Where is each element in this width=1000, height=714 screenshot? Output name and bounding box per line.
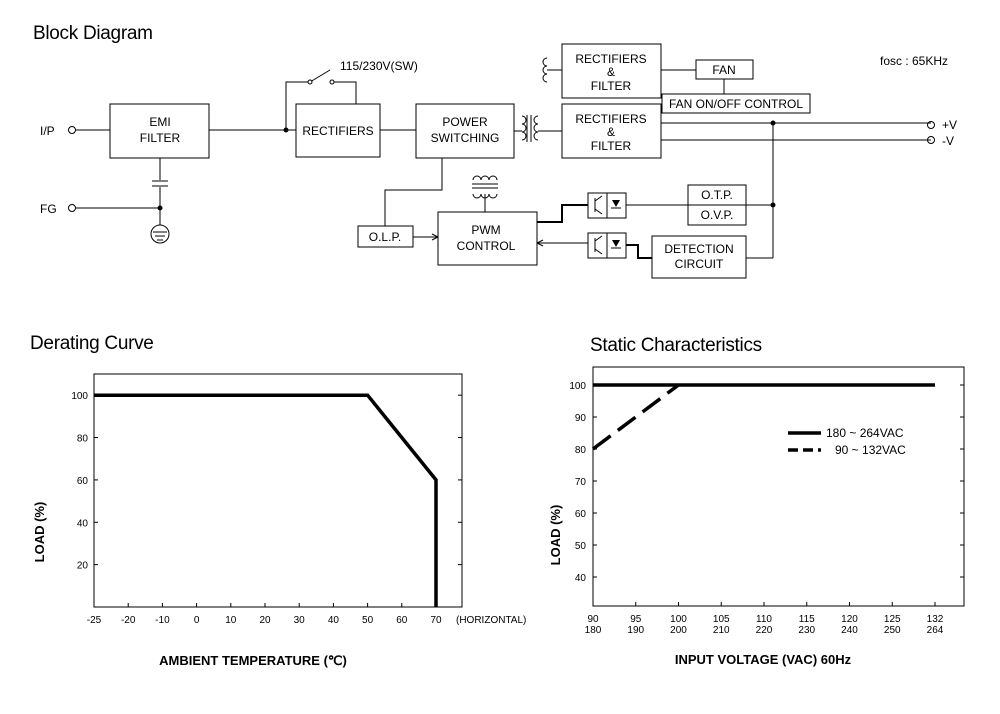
derating-x-tick-label: -25 xyxy=(87,615,102,626)
derating-x-tick-label: 50 xyxy=(362,615,374,626)
derating-x-tick-label: -20 xyxy=(121,615,136,626)
derating-y-tick-label: 20 xyxy=(77,561,89,572)
svg-text:EMI: EMI xyxy=(149,115,170,129)
svg-text:FILTER: FILTER xyxy=(591,79,632,93)
derating-x-axis-label: AMBIENT TEMPERATURE (℃) xyxy=(159,653,347,668)
svg-text:CIRCUIT: CIRCUIT xyxy=(675,257,724,271)
emi-filter-block: EMI FILTER xyxy=(109,103,210,159)
fosc-label: fosc : 65KHz xyxy=(880,54,948,68)
svg-text:CONTROL: CONTROL xyxy=(457,239,516,253)
derating-x-tick-label: 30 xyxy=(294,615,306,626)
detection-circuit-block: DETECTION CIRCUIT xyxy=(651,235,747,279)
svg-text:O.T.P.: O.T.P. xyxy=(701,188,733,202)
svg-text:&: & xyxy=(607,65,615,79)
derating-y-tick-label: 80 xyxy=(77,434,89,445)
derating-x-suffix: (HORIZONTAL) xyxy=(456,615,526,626)
svg-text:O.L.P.: O.L.P. xyxy=(369,230,401,244)
derating-x-tick-label: 20 xyxy=(259,615,271,626)
vpos-label: +V xyxy=(942,118,957,132)
svg-text:RECTIFIERS: RECTIFIERS xyxy=(302,124,373,138)
olp-block: O.L.P. xyxy=(357,225,414,248)
svg-text:PWM: PWM xyxy=(471,223,500,237)
derating-x-tick-label: 10 xyxy=(225,615,237,626)
switch-label: 115/230V(SW) xyxy=(340,59,418,73)
svg-text:POWER: POWER xyxy=(442,115,488,129)
fg-port-label: FG xyxy=(40,202,57,216)
derating-series-line xyxy=(94,393,438,607)
derating-x-tick-label: 60 xyxy=(396,615,408,626)
derating-curve-title: Derating Curve xyxy=(30,333,154,354)
block-diagram-title: Block Diagram xyxy=(33,23,153,44)
derating-y-tick-label: 60 xyxy=(77,476,89,487)
svg-text:O.V.P.: O.V.P. xyxy=(701,208,734,222)
main-rectifiers-filter-block: RECTIFIERS & FILTER xyxy=(561,103,662,159)
svg-text:DETECTION: DETECTION xyxy=(664,242,733,256)
fan-block: FAN xyxy=(695,59,754,80)
pwm-control-block: PWM CONTROL xyxy=(437,211,538,266)
svg-text:RECTIFIERS: RECTIFIERS xyxy=(575,112,646,126)
derating-y-tick-label: 40 xyxy=(77,518,89,529)
derating-x-tick-label: 70 xyxy=(430,615,442,626)
derating-x-tick-label: 40 xyxy=(328,615,340,626)
svg-text:FAN: FAN xyxy=(712,63,735,77)
fan-control-block: FAN ON/OFF CONTROL xyxy=(661,93,811,114)
svg-text:&: & xyxy=(607,125,615,139)
svg-text:FAN ON/OFF CONTROL: FAN ON/OFF CONTROL xyxy=(669,97,803,111)
rectifiers-block: RECTIFIERS xyxy=(295,103,381,158)
svg-text:FILTER: FILTER xyxy=(140,131,181,145)
derating-y-axis-label: LOAD (%) xyxy=(32,502,47,563)
fg-terminal xyxy=(68,204,76,212)
svg-text:RECTIFIERS: RECTIFIERS xyxy=(575,52,646,66)
svg-text:SWITCHING: SWITCHING xyxy=(431,131,500,145)
block-diagram: fosc : 65KHz 115/230V(SW) I/P FG +V -V xyxy=(40,43,957,279)
ip-port-label: I/P xyxy=(40,124,55,138)
derating-y-tick-label: 100 xyxy=(71,391,88,402)
derating-x-tick-label: -10 xyxy=(155,615,170,626)
optocoupler-lower xyxy=(587,232,627,259)
vneg-label: -V xyxy=(942,134,954,148)
derating-plot-frame xyxy=(93,373,463,608)
otp-ovp-block: O.T.P. O.V.P. xyxy=(687,184,747,226)
power-switching-block: POWER SWITCHING xyxy=(415,103,515,159)
ip-terminal xyxy=(68,126,76,134)
static-characteristics-title: Static Characteristics xyxy=(590,335,762,356)
derating-x-tick-label: 0 xyxy=(194,615,200,626)
fan-rectifiers-filter-block: RECTIFIERS & FILTER xyxy=(561,43,662,99)
optocoupler-upper xyxy=(587,192,627,219)
svg-text:FILTER: FILTER xyxy=(591,139,632,153)
